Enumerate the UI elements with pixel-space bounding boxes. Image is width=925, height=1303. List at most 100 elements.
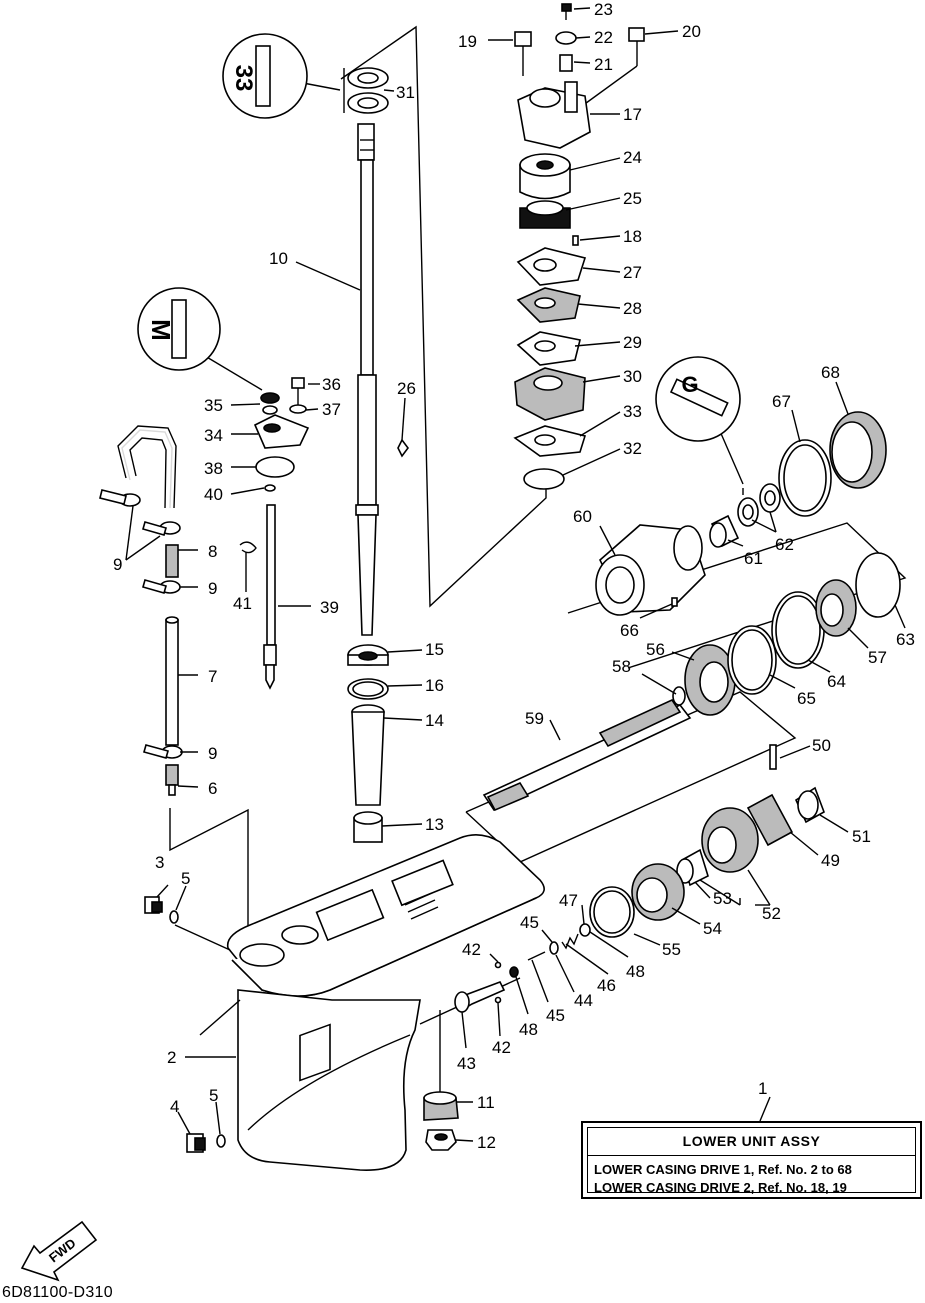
part-label: 51 (852, 827, 871, 846)
lubricant-callout-33: 33 (222, 33, 308, 119)
part-label: 25 (623, 189, 642, 208)
drive-shaft-10 (355, 123, 379, 636)
part-label: 39 (320, 598, 339, 617)
oil-seals-31 (343, 67, 389, 114)
lower-casing-2 (226, 834, 545, 1171)
propeller-shaft-parts (482, 552, 901, 812)
part-label: 62 (775, 535, 794, 554)
part-label: 33 (623, 402, 642, 421)
part-label: 41 (233, 594, 252, 613)
part-label: 14 (425, 711, 444, 730)
part-label: 6 (208, 779, 217, 798)
part-label: 30 (623, 367, 642, 386)
title-line-drive-2: LOWER CASING DRIVE 2, Ref. No. 18, 19 (594, 1180, 847, 1195)
part-label: 27 (623, 263, 642, 282)
part-label: 48 (626, 962, 645, 981)
part-label: 15 (425, 640, 444, 659)
part-label: 67 (772, 392, 791, 411)
title-line-drive-1: LOWER CASING DRIVE 1, Ref. No. 2 to 68 (594, 1162, 852, 1177)
part-label: 11 (477, 1093, 495, 1112)
part-label: 48 (519, 1020, 538, 1039)
forward-gear-parts (589, 744, 825, 938)
drive-shaft-bearings (347, 644, 389, 843)
part-label: 64 (827, 672, 846, 691)
part-label: 26 (397, 379, 416, 398)
part-label: 16 (425, 676, 444, 695)
part-label: 23 (594, 0, 613, 19)
lubricant-symbol-33: 33 (230, 65, 257, 92)
part-label: 47 (559, 891, 578, 910)
water-tube-parts (99, 425, 183, 796)
part-label: 17 (623, 105, 642, 124)
part-label: 2 (167, 1048, 176, 1067)
part-label: 9 (208, 744, 217, 763)
part-label: 31 (396, 83, 415, 102)
part-label: 38 (204, 459, 223, 478)
bearing-housing-parts (595, 411, 887, 616)
part-label: 53 (713, 889, 732, 908)
part-label: 3 (155, 853, 164, 872)
part-label: 55 (662, 940, 681, 959)
water-pump-parts (513, 3, 645, 490)
part-label: 4 (170, 1097, 179, 1116)
part-label: 36 (322, 375, 341, 394)
part-label: 12 (477, 1133, 496, 1152)
lubricant-callout-g: G (655, 356, 741, 442)
title-box: LOWER UNIT ASSY LOWER CASING DRIVE 1, Re… (581, 1121, 922, 1199)
lubricant-callout-m: M (137, 287, 221, 371)
part-label: 32 (623, 439, 642, 458)
shift-plunger-parts (454, 923, 591, 1013)
part-label: 10 (269, 249, 288, 268)
part-label: 42 (462, 940, 481, 959)
part-label: 46 (597, 976, 616, 995)
part-label: 45 (546, 1006, 565, 1025)
part-label: 63 (896, 630, 915, 649)
shift-rod-parts (239, 377, 310, 690)
part-label: 44 (574, 991, 593, 1010)
assembly-title: LOWER UNIT ASSY (588, 1128, 915, 1156)
part-label: 28 (623, 299, 642, 318)
catalog-code: 6D81100-D310 (2, 1284, 113, 1301)
part-label: 57 (868, 648, 887, 667)
lubricant-symbol-g: G (681, 372, 698, 397)
part-label: 29 (623, 333, 642, 352)
part-label: 9 (113, 555, 122, 574)
part-label: 24 (623, 148, 642, 167)
part-label: 49 (821, 851, 840, 870)
part-label: 37 (322, 400, 341, 419)
part-label: 60 (573, 507, 592, 526)
part-label: 50 (812, 736, 831, 755)
part-label: 43 (457, 1054, 476, 1073)
part-label: 21 (594, 55, 613, 74)
part-label: 5 (181, 869, 190, 888)
part-label: 66 (620, 621, 639, 640)
part-label: 56 (646, 640, 665, 659)
fwd-arrow-icon: FWD (20, 1220, 98, 1282)
lubricant-symbol-m: M (146, 319, 176, 341)
part-label: 7 (208, 667, 217, 686)
part-label: 42 (492, 1038, 511, 1057)
part-label: 13 (425, 815, 444, 834)
drain-screws (144, 896, 226, 1153)
part-label: 54 (703, 919, 722, 938)
part-number-labels: 1 2 3 4 5 5 6 7 8 9 9 9 9 10 11 12 13 14… (113, 0, 915, 1152)
part-label: 22 (594, 28, 613, 47)
part-label: 40 (204, 485, 223, 504)
part-label: 9 (208, 579, 217, 598)
part-label: 52 (762, 904, 781, 923)
part-label: 34 (204, 426, 223, 445)
part-label: 65 (797, 689, 816, 708)
pinion-and-nut (423, 1091, 459, 1151)
leader-lines (125, 7, 906, 1142)
part-label: 35 (204, 396, 223, 415)
part-label: 1 (758, 1079, 767, 1098)
part-label: 19 (458, 32, 477, 51)
pin-26 (397, 438, 409, 458)
part-label: 5 (209, 1086, 218, 1105)
part-label: 68 (821, 363, 840, 382)
part-label: 61 (744, 549, 763, 568)
part-label: 8 (208, 542, 217, 561)
part-label: 59 (525, 709, 544, 728)
part-label: 45 (520, 913, 539, 932)
